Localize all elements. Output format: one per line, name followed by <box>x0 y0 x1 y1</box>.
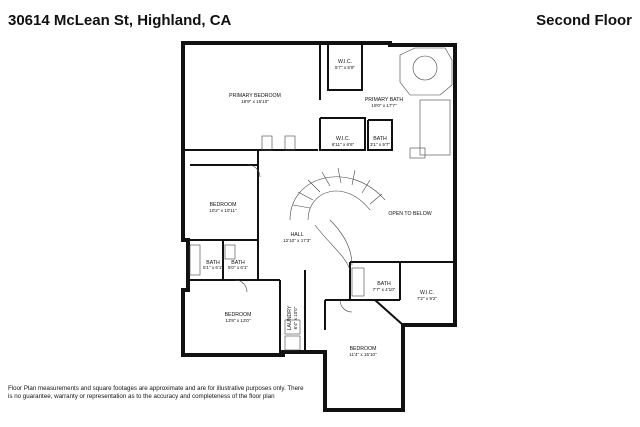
room-name: PRIMARY BATH <box>365 97 404 103</box>
room-dim: 5'0" x 6'1" <box>228 265 248 270</box>
room-dim: 3'1" x 5'7" <box>370 142 390 147</box>
room-name: BATH <box>373 136 387 142</box>
room-name: LAUNDRY <box>287 305 293 330</box>
room-dim: 7'2" x 9'2" <box>417 296 437 301</box>
room-name: W.I.C. <box>338 59 352 65</box>
room-name: W.I.C. <box>420 290 434 296</box>
room-name: BATH <box>231 260 245 266</box>
room-dim: 7'7" x 4'10" <box>373 287 396 292</box>
room-dim: 10'2" x 10'11" <box>209 208 237 213</box>
room-name: W.I.C. <box>336 136 350 142</box>
room-name: BEDROOM <box>350 346 377 352</box>
floor-title: Second Floor <box>536 12 632 29</box>
room-name: BEDROOM <box>210 202 237 208</box>
room-dim: 6'4" x 10'0" <box>293 306 298 329</box>
property-address: 30614 McLean St, Highland, CA <box>8 12 232 29</box>
room-name: OPEN TO BELOW <box>388 211 431 217</box>
room-labels: PRIMARY BEDROOM 18'9" x 15'10" W.I.C. 5'… <box>203 59 437 357</box>
vanity-icon <box>409 99 451 159</box>
staircase-icon <box>289 167 386 271</box>
room-name: BEDROOM <box>225 312 252 318</box>
tub-icon <box>399 47 453 96</box>
fixture-icon <box>189 244 365 351</box>
room-name: BATH <box>377 281 391 287</box>
interior-walls <box>183 43 455 355</box>
room-name: BATH <box>206 260 220 266</box>
room-dim: 12'10" x 17'3" <box>283 238 311 243</box>
room-dim: 13'8" x 13'0" <box>225 318 251 323</box>
room-name: PRIMARY BEDROOM <box>229 93 281 99</box>
disclaimer: Floor Plan measurements and square foota… <box>8 385 304 400</box>
room-dim: 5'7" x 5'9" <box>335 65 355 70</box>
room-name: HALL <box>291 232 304 238</box>
room-dim: 19'0" x 17'7" <box>371 103 397 108</box>
room-dim: 5'1" x 6'1" <box>203 265 223 270</box>
room-dim: 11'4" x 15'10" <box>349 352 377 357</box>
door-icon <box>234 135 353 313</box>
room-dim: 6'11" x 6'6" <box>332 142 355 147</box>
room-dim: 18'9" x 15'10" <box>241 99 269 104</box>
